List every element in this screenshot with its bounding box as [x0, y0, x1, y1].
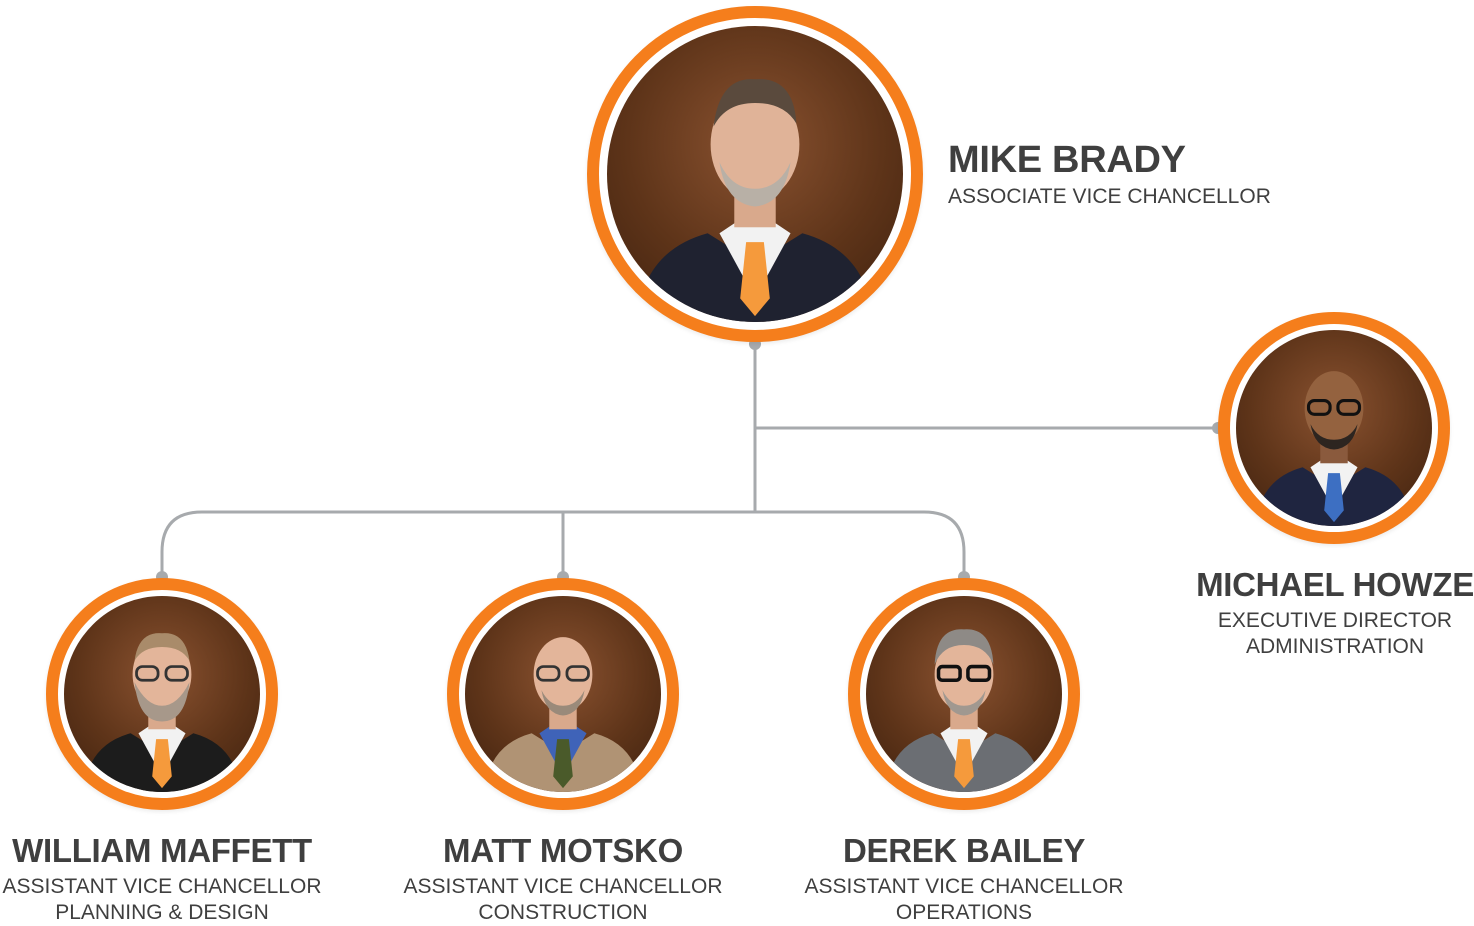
node-title-line-1: ASSISTANT VICE CHANCELLOR — [804, 875, 1124, 898]
node-name: DEREK BAILEY — [842, 832, 1086, 869]
node-title-line-1: ASSISTANT VICE CHANCELLOR — [2, 875, 322, 898]
portrait-photo-icon — [607, 26, 903, 322]
node-title-line-1: EXECUTIVE DIRECTOR — [1217, 609, 1453, 632]
portrait-photo-icon — [64, 596, 260, 792]
node-title-line-2: CONSTRUCTION — [478, 901, 648, 924]
node-name: MATT MOTSKO — [443, 832, 683, 869]
node-title: ASSOCIATE VICE CHANCELLOR — [948, 185, 1271, 208]
node-title-line-1: ASSISTANT VICE CHANCELLOR — [403, 875, 723, 898]
portrait-photo-icon — [465, 596, 661, 792]
portrait-photo-icon — [866, 596, 1062, 792]
node-name: WILLIAM MAFFETT — [12, 832, 312, 869]
node-name: MICHAEL HOWZE — [1196, 566, 1474, 603]
node-title-line-2: ADMINISTRATION — [1245, 635, 1425, 658]
node-title-line-2: OPERATIONS — [895, 901, 1033, 924]
node-title-line-2: PLANNING & DESIGN — [55, 901, 269, 924]
node-name: MIKE BRADY — [948, 139, 1186, 181]
portrait-photo-icon — [1236, 330, 1432, 526]
reports-bus-line — [160, 510, 966, 577]
